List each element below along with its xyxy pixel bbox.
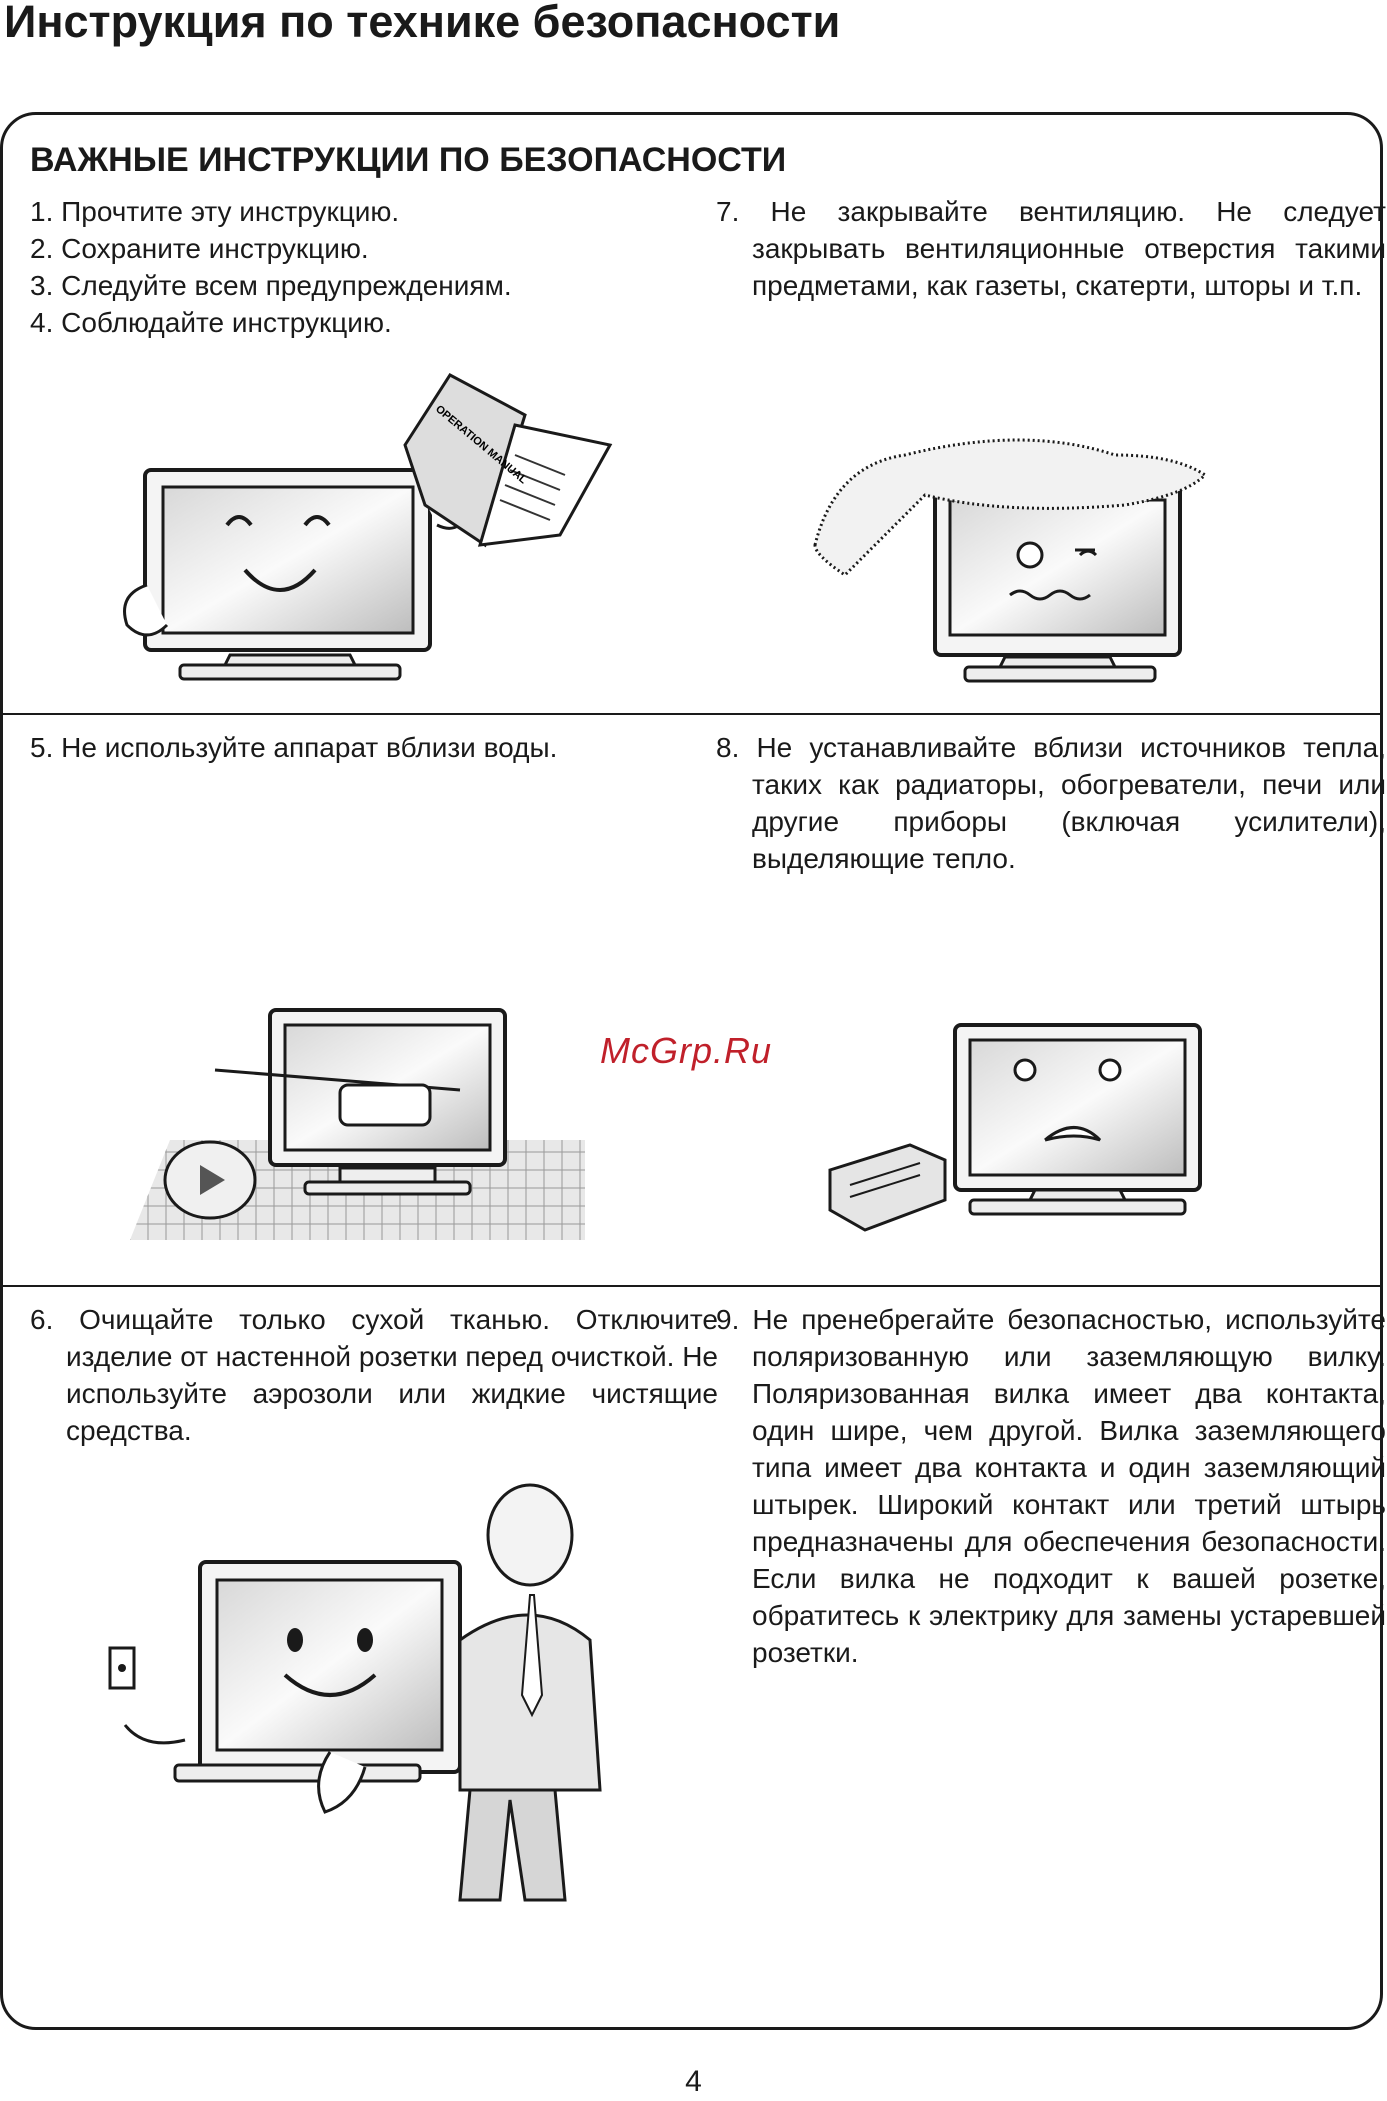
instruction-list-1-4: 1. Прочтите эту инструкцию. 2. Сохраните…: [30, 193, 512, 341]
instruction-item-9: 9. Не пренебрегайте безопасностью, испол…: [716, 1304, 1386, 1668]
section-heading: ВАЖНЫЕ ИНСТРУКЦИИ ПО БЕЗОПАСНОСТИ: [30, 141, 787, 179]
tv-near-heater-illustration: [828, 1023, 1202, 1232]
page-number: 4: [685, 2065, 702, 2098]
row-divider-1: [0, 713, 1383, 715]
watermark: McGrp.Ru: [600, 1030, 773, 1071]
instruction-item-4: 4. Соблюдайте инструкцию.: [30, 307, 392, 338]
instruction-item-2: 2. Сохраните инструкцию.: [30, 233, 369, 264]
instruction-item-6: 6. Очищайте только сухой тканью. Отключи…: [30, 1304, 718, 1446]
man-cleaning-tv-illustration: [108, 1483, 602, 1902]
instruction-item-7: 7. Не закрывайте вентиляцию. Не следует …: [716, 196, 1386, 301]
tv-near-water-illustration: [130, 1008, 585, 1240]
operation-manual-book: OPERATION MANUAL: [403, 373, 613, 548]
instruction-item-1: 1. Прочтите эту инструкцию.: [30, 196, 400, 227]
page-title: Инструкция по технике безопасности: [4, 0, 841, 47]
instruction-item-3: 3. Следуйте всем предупреждениям.: [30, 270, 512, 301]
row-divider-2: [0, 1285, 1383, 1287]
tv-reading-manual-illustration: OPERATION MANUAL: [123, 373, 613, 681]
instructions-frame: [0, 112, 1383, 2030]
tv-covered-vents-illustration: [813, 438, 1208, 683]
instruction-item-8: 8. Не устанавливайте вблизи источников т…: [716, 732, 1386, 874]
instruction-item-5: 5. Не используйте аппарат вблизи воды.: [30, 732, 558, 763]
